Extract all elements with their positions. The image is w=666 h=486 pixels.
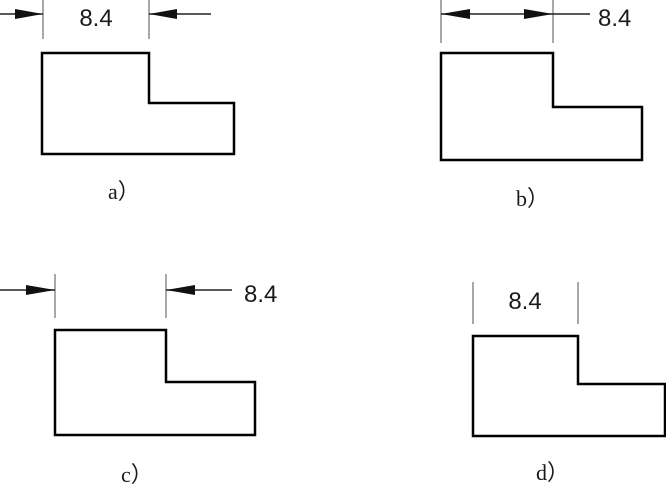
caption-b: b） xyxy=(516,186,549,211)
arrowhead-right-c xyxy=(166,285,195,295)
panel-d: 8.4 d） xyxy=(471,282,666,485)
panel-a: 8.4 a） xyxy=(0,0,236,204)
stepped-part-outline-a xyxy=(40,51,236,156)
arrowhead-left-b xyxy=(441,9,470,19)
arrowhead-left-a xyxy=(15,9,43,19)
stepped-part-outline-d xyxy=(471,334,666,438)
dimension-value-a: 8.4 xyxy=(79,5,112,32)
panel-b: 8.4 b） xyxy=(439,0,644,211)
stepped-part-outline-c xyxy=(53,328,257,437)
panel-c: 8.4 c） xyxy=(0,274,277,486)
caption-d: d） xyxy=(536,460,569,485)
arrowhead-right-b xyxy=(524,9,553,19)
dimension-value-c-text: 8.4 xyxy=(244,281,277,308)
caption-a: a） xyxy=(108,179,140,204)
arrowhead-right-a xyxy=(149,9,177,19)
dimension-value-b: 8.4 xyxy=(598,5,631,32)
stepped-part-outline-b xyxy=(439,51,644,162)
caption-c: c） xyxy=(121,462,153,486)
arrowhead-left-c xyxy=(26,285,55,295)
dimension-value-d: 8.4 xyxy=(508,288,541,315)
